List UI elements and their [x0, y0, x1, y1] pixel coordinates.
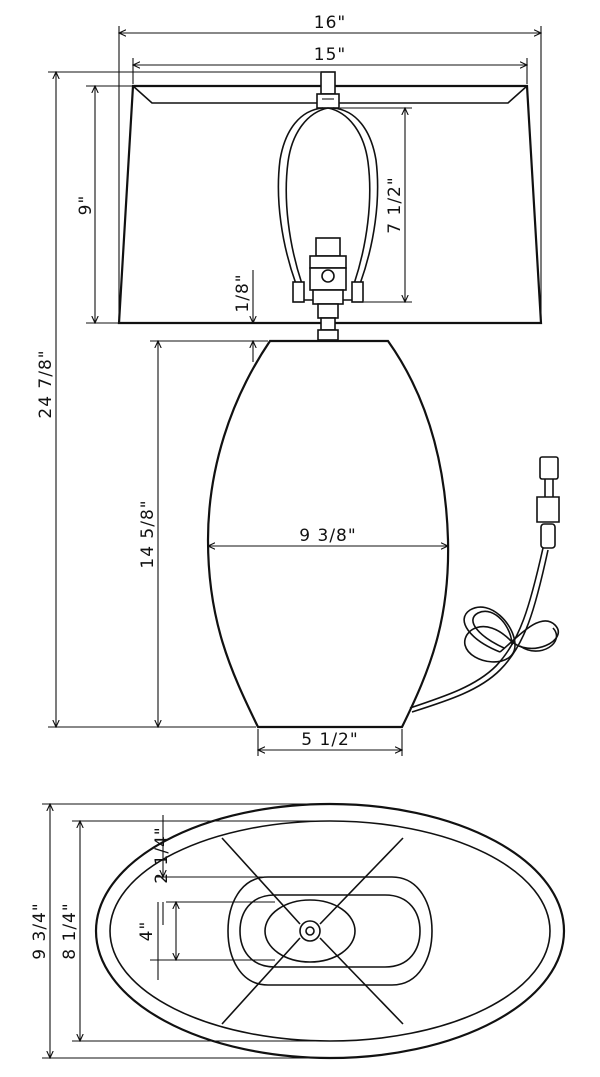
label-outer-depth: 9 3/4"	[30, 902, 50, 959]
dim-overall-width: 16"	[119, 13, 541, 318]
dim-foot-depth: 4"	[137, 902, 275, 980]
socket-ring	[299, 920, 321, 942]
harp-spokes	[221, 837, 404, 1025]
foot-outline	[239, 894, 421, 968]
dim-shade-top-width: 15"	[133, 45, 527, 84]
label-harp-height: 7 1/2"	[385, 176, 405, 233]
lamp-socket	[309, 237, 347, 341]
label-shade-top-width: 15"	[314, 45, 346, 65]
label-base-max-width: 9 3/8"	[299, 526, 356, 546]
finial	[316, 71, 340, 109]
label-overall-height: 24 7/8"	[36, 349, 56, 418]
socket-center	[305, 926, 315, 936]
label-shade-depth: 8 1/4"	[60, 902, 80, 959]
dim-harp-height: 7 1/2"	[340, 108, 412, 302]
dim-shade-height: 9"	[76, 86, 316, 323]
dim-base-max-width: 9 3/8"	[208, 526, 448, 546]
body-outline	[227, 876, 433, 986]
dim-body-depth: 2 1/4"	[152, 815, 268, 925]
dim-shade-depth: 8 1/4"	[60, 821, 330, 1041]
label-shade-height: 9"	[76, 195, 96, 216]
label-foot-depth: 4"	[137, 921, 157, 942]
label-body-depth: 2 1/4"	[152, 826, 172, 883]
dim-base-height: 14 5/8"	[138, 341, 268, 727]
neck-outline	[264, 899, 356, 963]
top-view: 9 3/4" 8 1/4" 2 1/4" 4"	[30, 802, 566, 1060]
lamp-base-body	[206, 339, 450, 729]
lamp-harp	[277, 107, 379, 303]
label-base-height: 14 5/8"	[138, 499, 158, 568]
dim-base-foot-width: 5 1/2"	[258, 729, 402, 756]
power-cord-and-plug	[409, 456, 560, 713]
dim-overall-height: 24 7/8"	[36, 72, 320, 727]
label-base-foot-width: 5 1/2"	[301, 730, 358, 750]
dim-outer-depth: 9 3/4"	[30, 804, 330, 1058]
dim-neck-gap: 1/8"	[233, 270, 268, 362]
label-neck-gap: 1/8"	[233, 273, 253, 312]
label-overall-width: 16"	[314, 13, 346, 33]
side-view: 16" 15" 9" 7 1/2" 1/8	[36, 13, 560, 756]
